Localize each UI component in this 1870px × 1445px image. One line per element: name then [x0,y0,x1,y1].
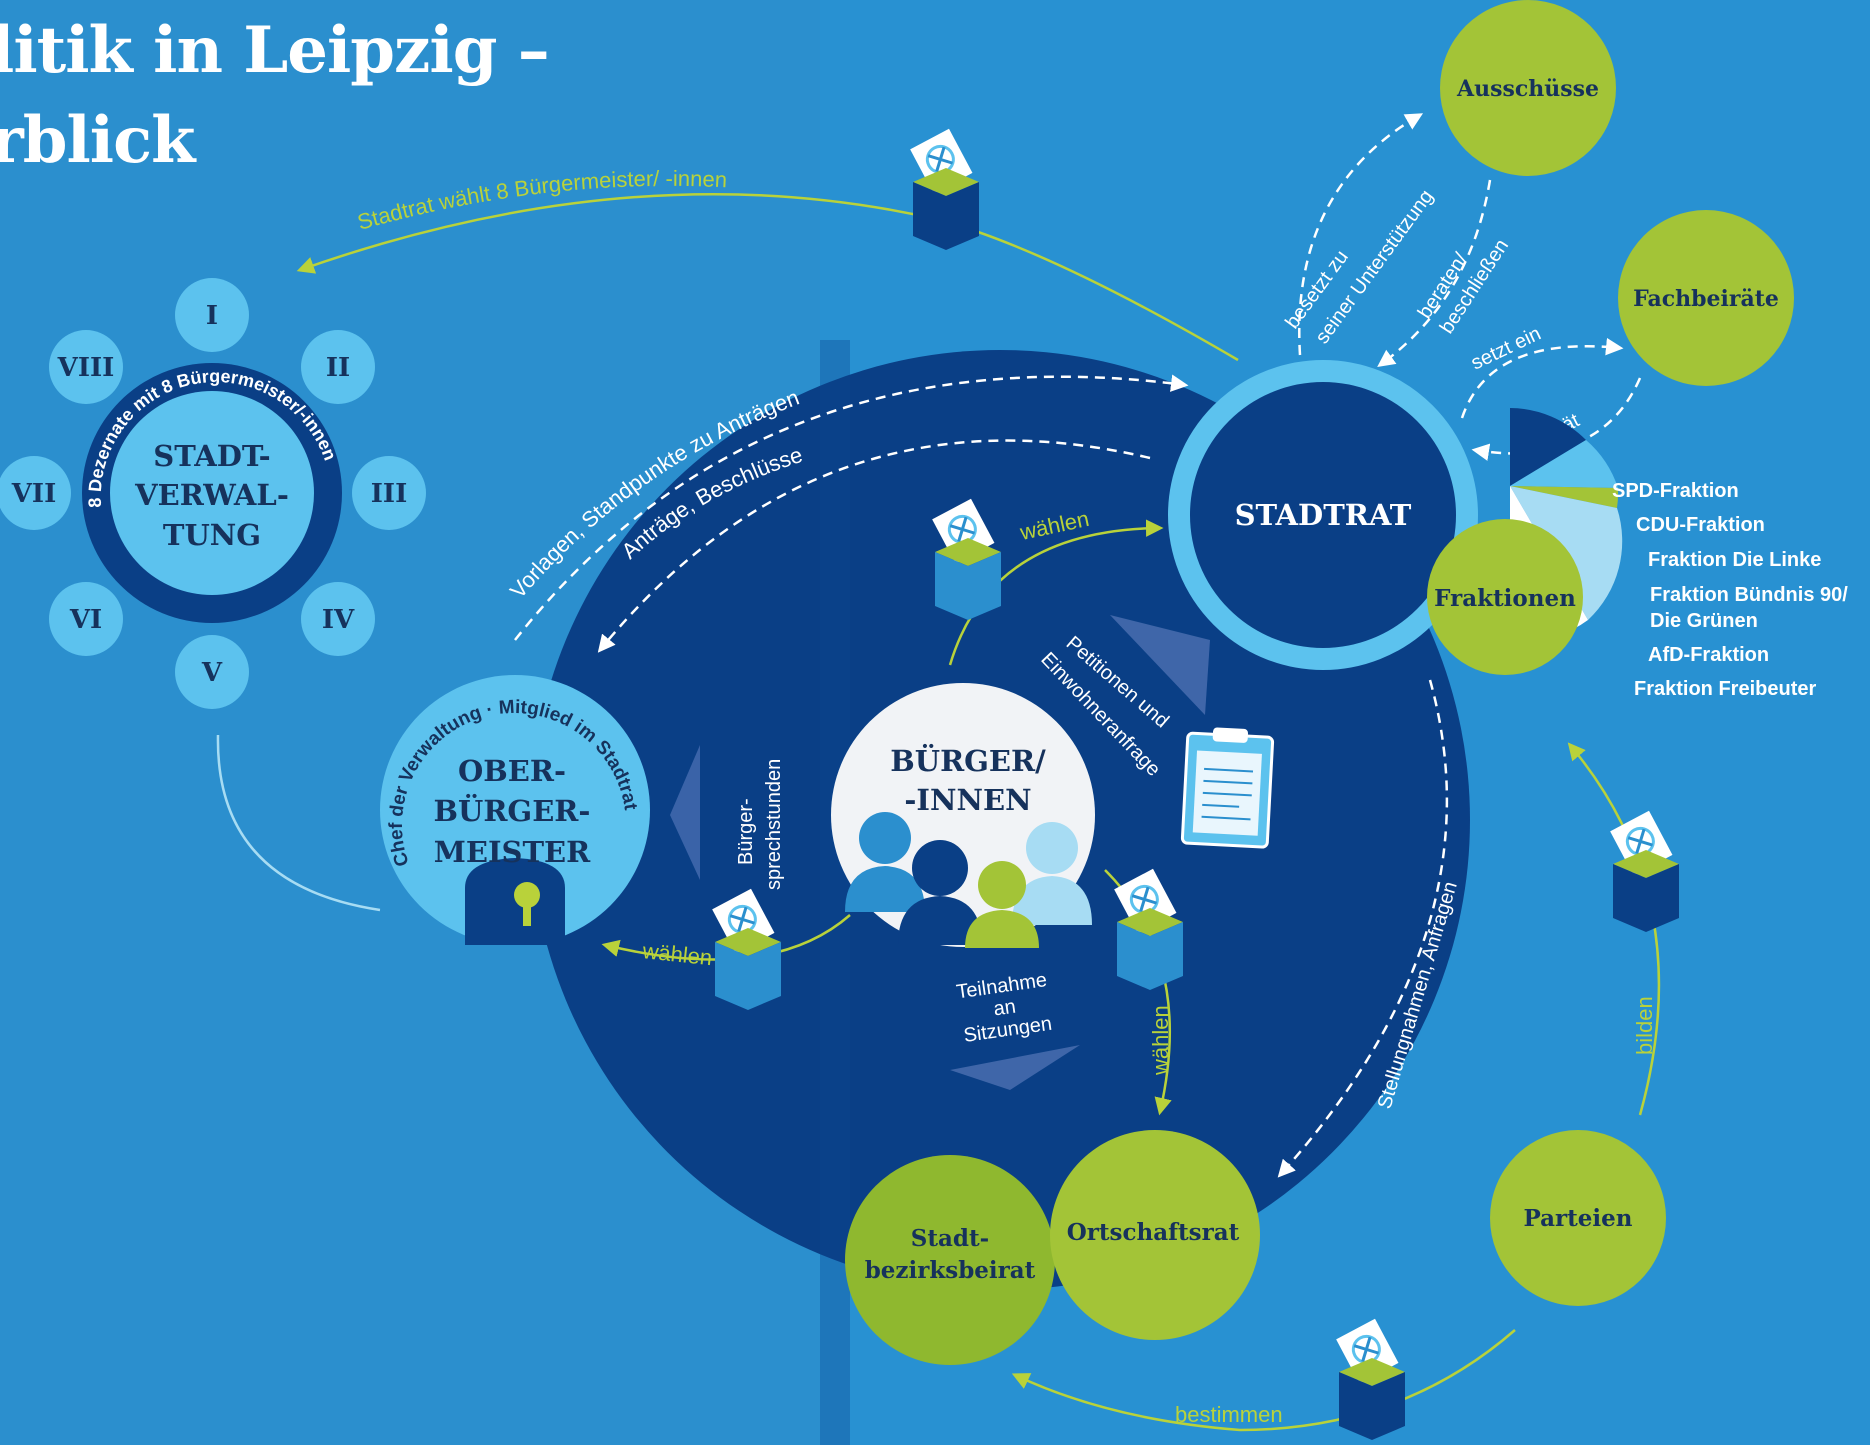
svg-text:VIII: VIII [57,353,115,383]
ausschuesse-node: Ausschüsse [1440,0,1616,176]
oberbuergermeister-node: Chef der Verwaltung · Mitglied im Stadtr… [380,675,650,945]
dezernat-viii [49,330,123,404]
svg-text:V: V [201,658,223,688]
arrow-beraten [1377,179,1492,368]
ballot-box-icon [1114,868,1183,990]
people-icon [845,812,1092,948]
stadtverwaltung-node: I II III IV V VI VII VIII 8 Dezernate mi… [0,278,426,709]
ortschaftsrat-circle [1050,1130,1260,1340]
clipboard-icon [1180,727,1275,849]
svg-text:II: II [326,353,350,383]
label-bestimmen: bestimmen [1175,1402,1283,1427]
label-waehlen-ort: wählen [1148,1005,1173,1076]
ob-label-2: BÜRGER- [434,792,591,828]
person-icon [465,858,565,945]
dezernat-iii [352,456,426,530]
verwaltung-core [110,391,314,595]
svg-text:VII: VII [11,479,57,509]
ausschuesse-label: Ausschüsse [1456,76,1599,102]
ob-label-1: OBER- [458,754,566,788]
parteien-circle [1490,1130,1666,1306]
dezernat-iv [301,582,375,656]
label-bilden: bilden [1632,996,1657,1055]
arrow-waehlen-stadtrat [948,519,1164,666]
fraktion-linke: Fraktion Die Linke [1648,549,1822,571]
svg-text:VI: VI [69,605,102,635]
fraktionen-node: Fraktionen [1427,408,1623,675]
stadtbezirksbeirat-node: Stadt- bezirksbeirat [845,1155,1055,1365]
parteien-label: Parteien [1523,1205,1632,1232]
stadtbezirksbeirat-label-1: Stadt- [911,1225,989,1252]
key-icon [514,882,540,908]
arrow-stadtrat-waehlt [296,193,1239,362]
fachbeiraete-circle [1618,210,1794,386]
ballot-box-icon [910,128,979,250]
stadtbezirksbeirat-label-2: bezirksbeirat [865,1257,1036,1284]
stadtbezirksbeirat-circle [845,1155,1055,1365]
fraktion-gruene-1: Fraktion Bündnis 90/ [1650,584,1848,606]
svg-text:IV: IV [322,605,355,635]
dezernat-vi [49,582,123,656]
fraktionen-label: Fraktionen [1434,585,1576,612]
page-title: litik in Leipzig – rblick [0,6,550,186]
dezernat-ii [301,330,375,404]
verwaltung-label-1: STADT- [153,439,270,473]
ballot-box-icon [932,498,1001,620]
ob-label-3: MEISTER [434,835,591,869]
ballot-box-icon [712,888,781,1010]
link-ob-verwaltung [216,734,381,912]
fraktion-afd: AfD-Fraktion [1648,644,1770,666]
label-sprechstunden-1: Bürger- [735,798,757,865]
label-sprechstunden-2: sprechstunden [763,759,785,890]
arrow-besetzt [1298,113,1424,356]
verwaltung-label-2: VERWAL- [134,478,289,512]
fraktion-spd: SPD-Fraktion [1612,480,1739,502]
arrow-vorlagen [514,374,1189,641]
dezernat-i [175,278,249,352]
fraktionen-circle [1427,519,1583,675]
arrow-stellungnahmen [1277,679,1449,1178]
verwaltung-label-3: TUNG [163,518,261,552]
stadtrat-label: STADTRAT [1235,498,1412,532]
fachbeiraete-node: Fachbeiräte [1618,210,1794,386]
ballot-box-icon [1610,810,1679,932]
page-title-line-2: rblick [0,103,195,178]
ortschaftsrat-node: Ortschaftsrat [1050,1130,1260,1340]
fraktion-cdu: CDU-Fraktion [1636,514,1765,536]
buerger-node: BÜRGER/ -INNEN [831,683,1095,948]
dezernat-v [175,635,249,709]
stadtrat-node: STADTRAT [1168,360,1478,670]
triangle-decoration [1110,615,1210,715]
stadtrat-circle [1168,360,1478,670]
svg-text:I: I [206,301,218,331]
arrow-antraege [597,439,1151,653]
arrow-bestimmen [1011,1329,1516,1432]
buerger-label-2: -INNEN [904,783,1031,817]
svg-text:an: an [992,996,1017,1021]
ausschuesse-circle [1440,0,1616,176]
parteien-node: Parteien [1490,1130,1666,1306]
fraktion-gruene-2: Die Grünen [1650,610,1758,632]
svg-text:III: III [371,479,408,509]
ob-circle [380,675,650,945]
ortschaftsrat-label: Ortschaftsrat [1067,1219,1240,1246]
arrow-setzt-ein [1460,337,1624,419]
fachbeiraete-label: Fachbeiräte [1633,286,1779,312]
ballot-box-icon [1336,1318,1405,1440]
dezernat-vii [0,456,71,530]
buerger-label-1: BÜRGER/ [890,742,1046,778]
page-title-line-1: litik in Leipzig – [0,13,550,88]
fraktion-freibeuter: Fraktion Freibeuter [1634,678,1817,700]
